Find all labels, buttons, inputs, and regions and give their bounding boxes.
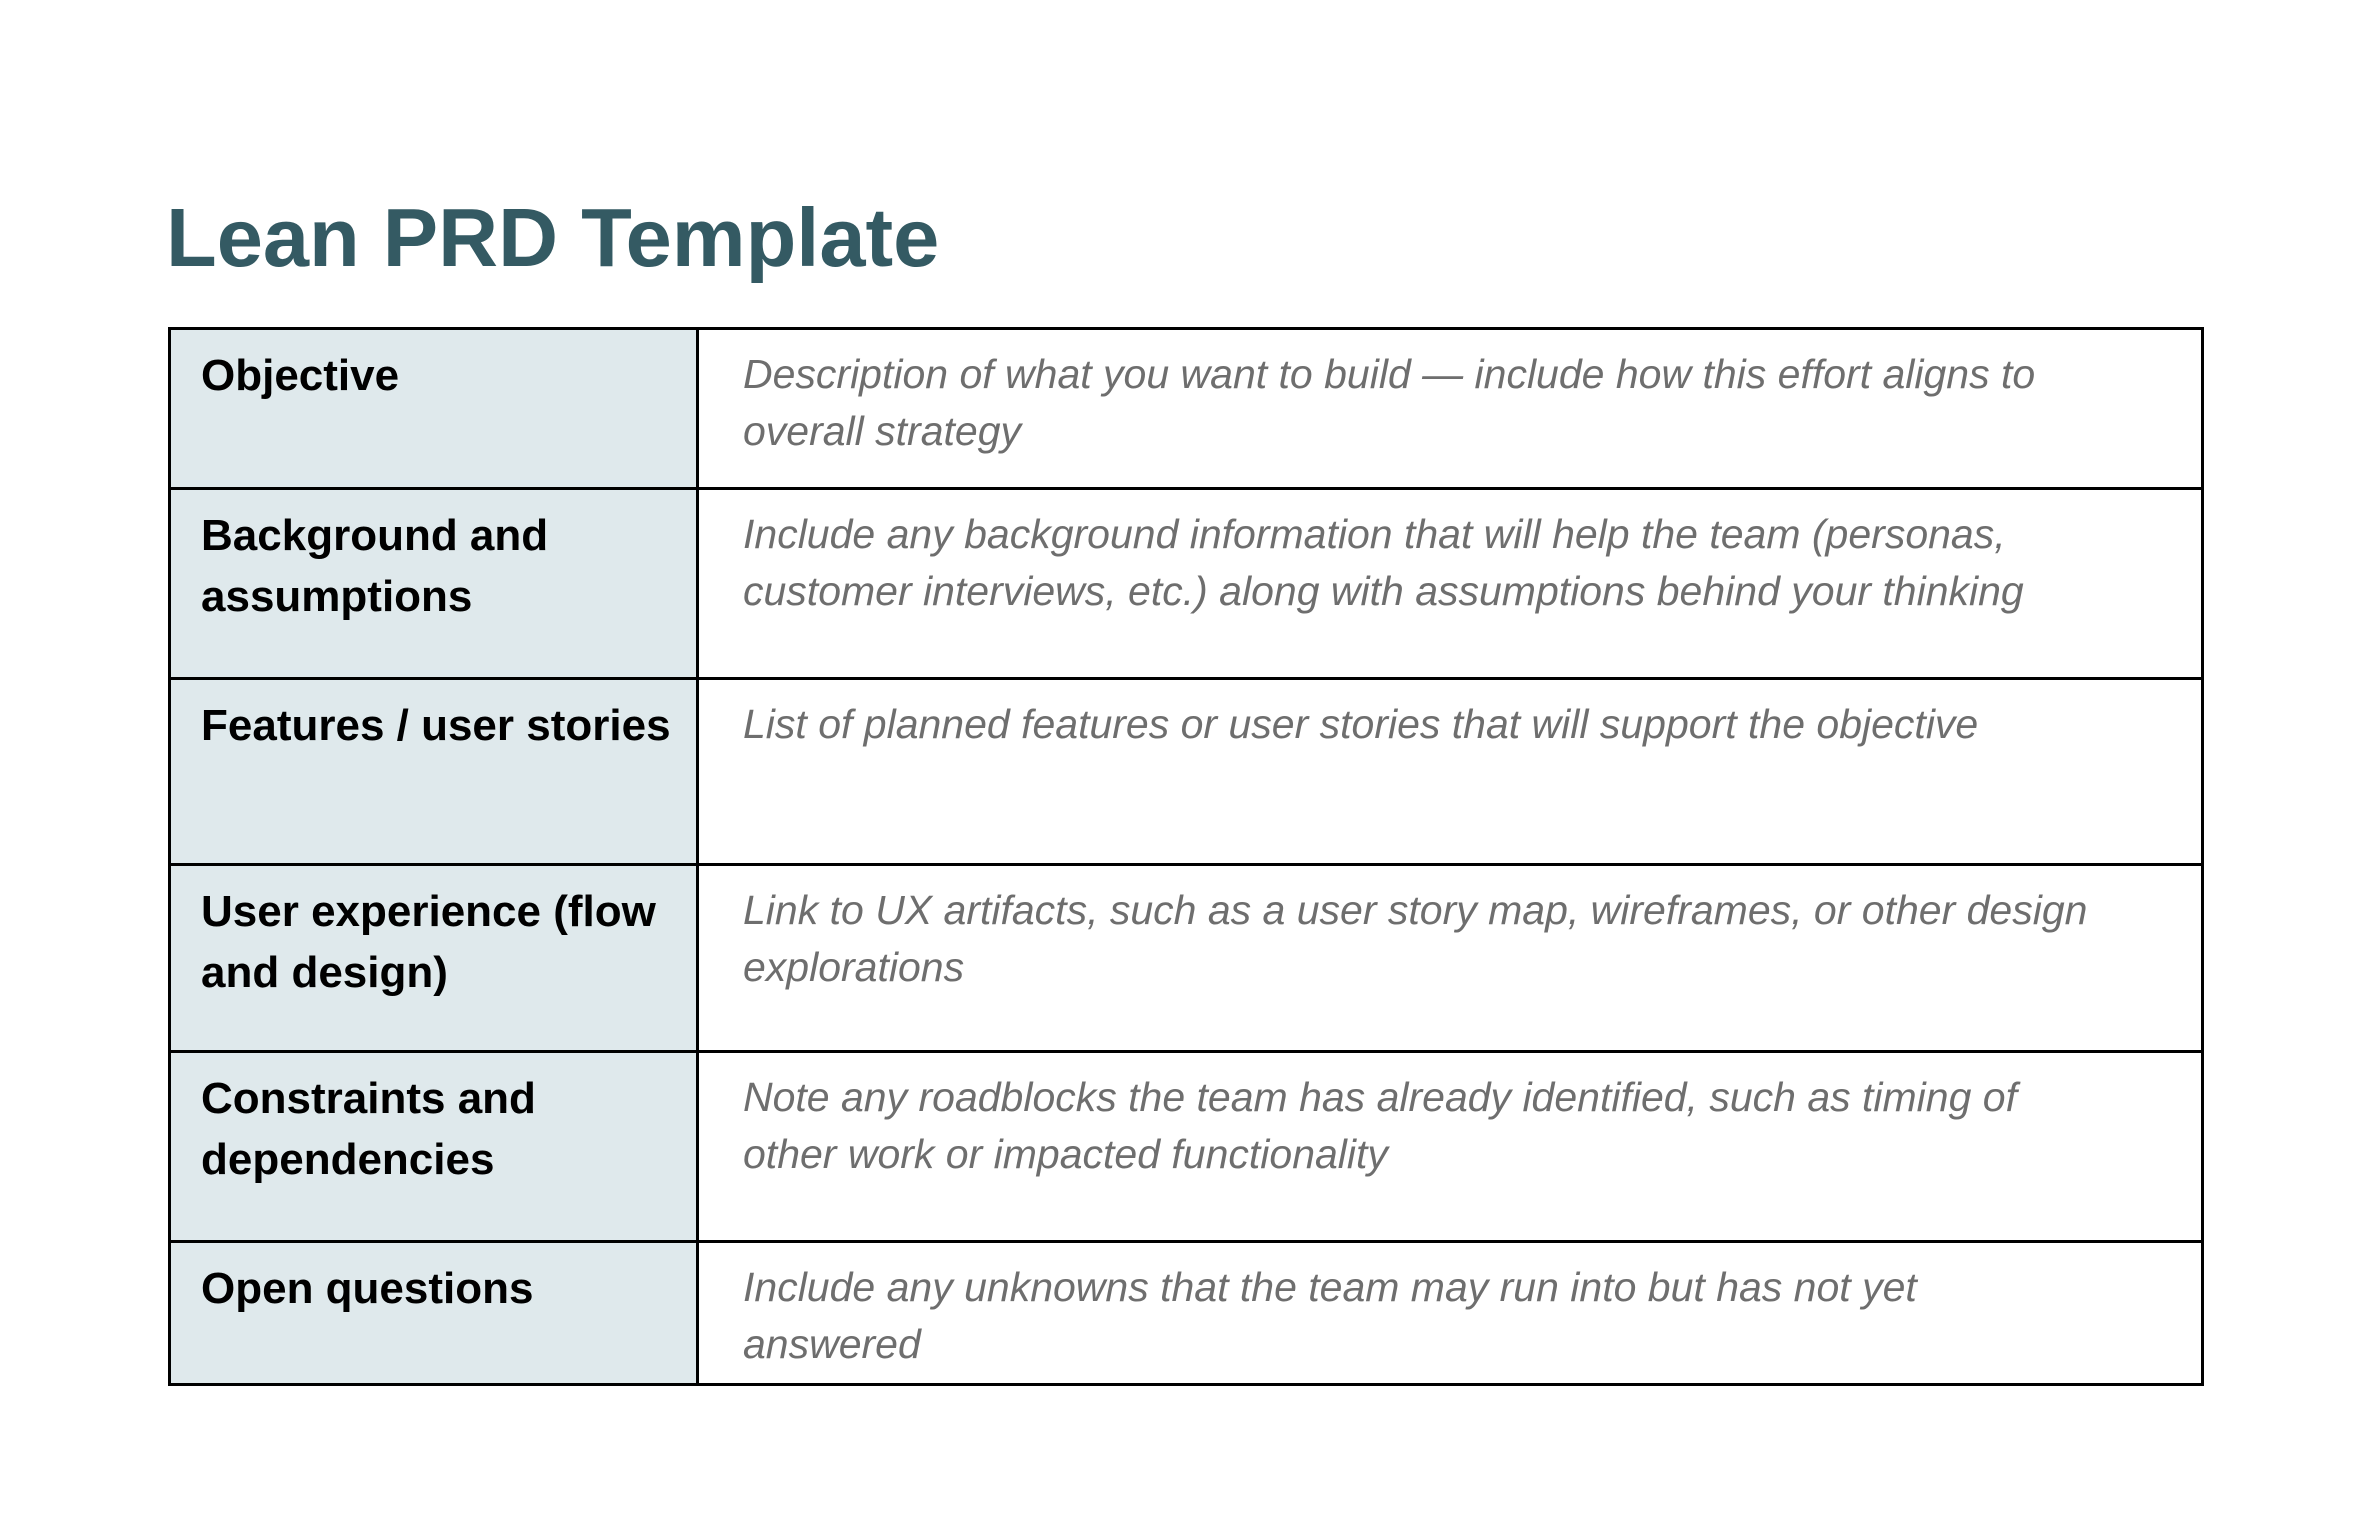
row-label: Open questions	[168, 1240, 699, 1386]
table-row: Objective Description of what you want t…	[168, 327, 2204, 490]
table-row: Background and assumptions Include any b…	[168, 487, 2204, 680]
row-description: Include any background information that …	[696, 487, 2204, 680]
row-label: Objective	[168, 327, 699, 490]
prd-table-body: Objective Description of what you want t…	[168, 327, 2204, 1386]
row-label: Constraints and dependencies	[168, 1050, 699, 1243]
row-description: Description of what you want to build — …	[696, 327, 2204, 490]
row-label: Features / user stories	[168, 677, 699, 866]
table-row: Open questions Include any unknowns that…	[168, 1240, 2204, 1386]
page-title: Lean PRD Template	[166, 190, 940, 284]
table-row: User experience (flow and design) Link t…	[168, 863, 2204, 1053]
row-description: Link to UX artifacts, such as a user sto…	[696, 863, 2204, 1053]
row-label: User experience (flow and design)	[168, 863, 699, 1053]
row-description: List of planned features or user stories…	[696, 677, 2204, 866]
table-row: Features / user stories List of planned …	[168, 677, 2204, 866]
row-description: Include any unknowns that the team may r…	[696, 1240, 2204, 1386]
table-row: Constraints and dependencies Note any ro…	[168, 1050, 2204, 1243]
row-label: Background and assumptions	[168, 487, 699, 680]
row-description: Note any roadblocks the team has already…	[696, 1050, 2204, 1243]
prd-table: Objective Description of what you want t…	[168, 327, 2204, 1386]
